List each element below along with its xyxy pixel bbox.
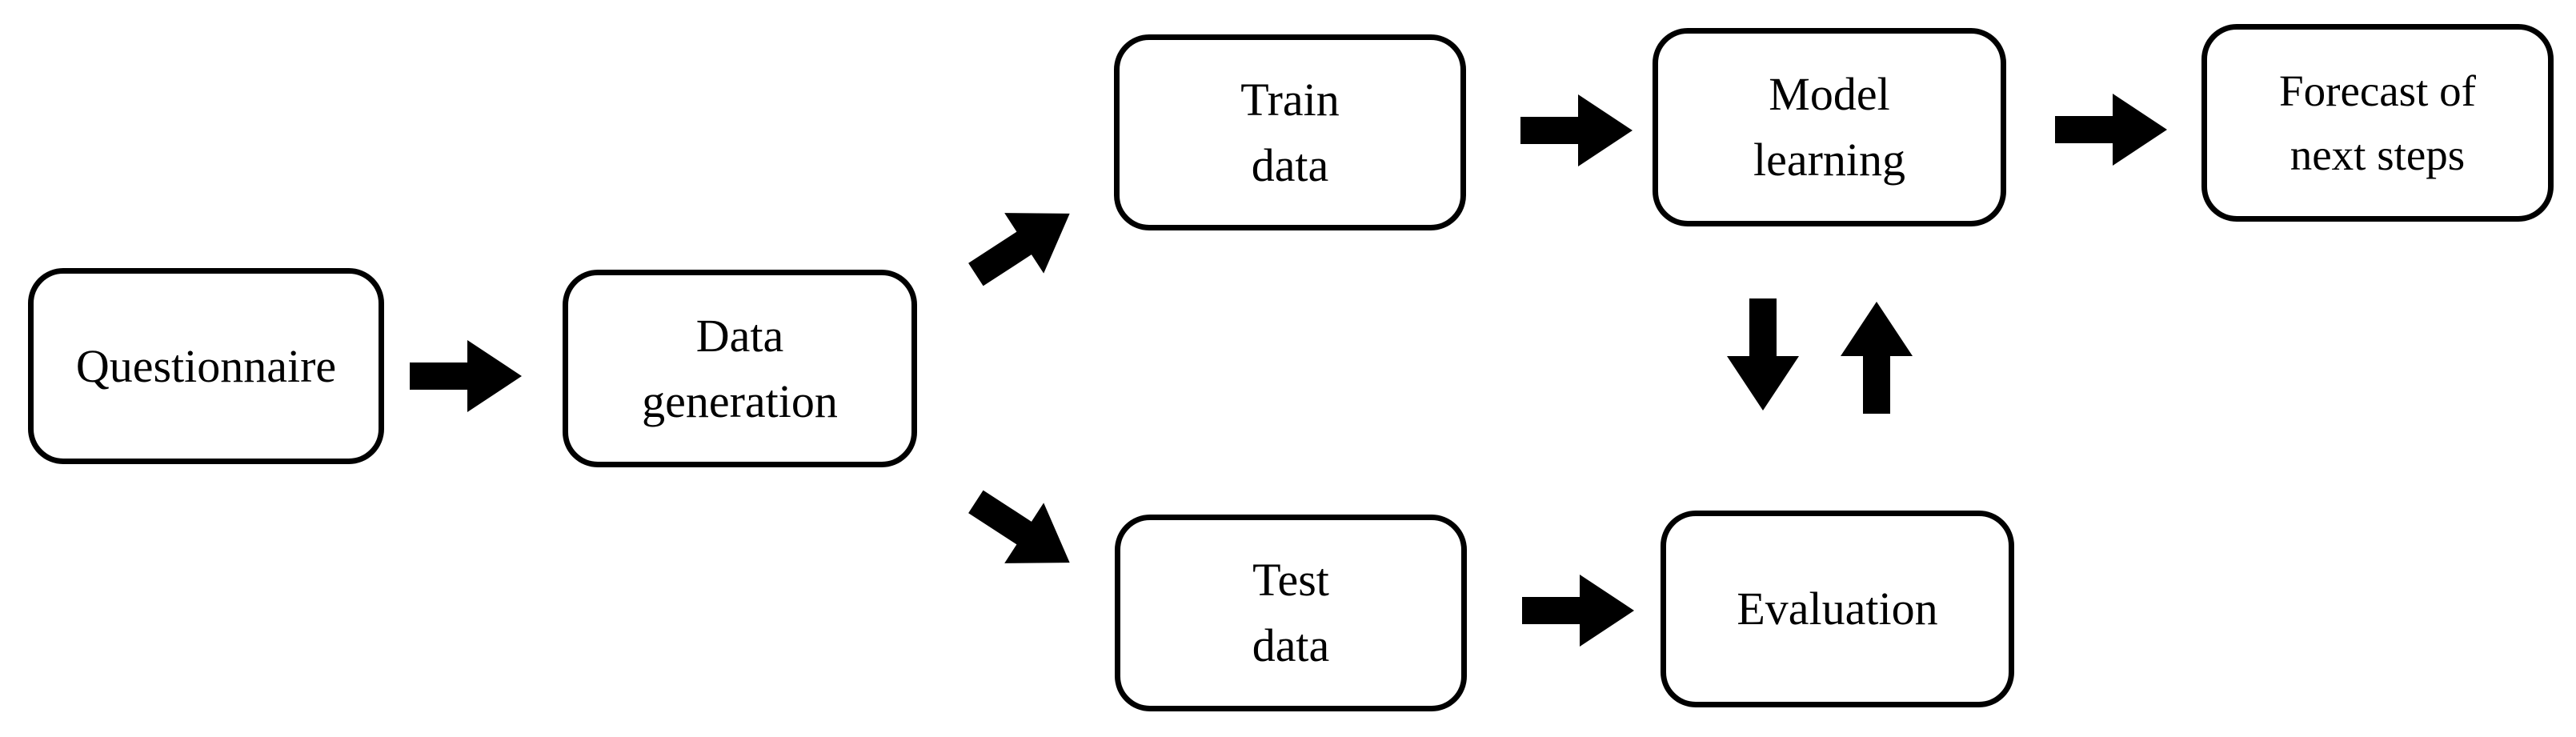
arrow-up-icon bbox=[1841, 302, 1913, 414]
arrow-up-right-icon bbox=[968, 213, 1070, 286]
arrow-data-generation-to-test-data bbox=[956, 471, 1089, 593]
node-evaluation-label-1: Evaluation bbox=[1737, 583, 1938, 635]
arrow-down-icon bbox=[1727, 298, 1799, 411]
arrow-right-icon bbox=[1520, 94, 1633, 166]
arrow-down-right-icon bbox=[968, 490, 1070, 563]
node-train-data-label-1: Train bbox=[1240, 73, 1340, 126]
node-data-generation-label-2: generation bbox=[642, 375, 838, 427]
node-test-data-label-1: Test bbox=[1252, 554, 1329, 606]
arrow-test-data-to-evaluation bbox=[1522, 575, 1634, 647]
node-model-learning: Model learning bbox=[1653, 28, 2006, 226]
node-train-data-label-2: data bbox=[1251, 138, 1329, 191]
node-questionnaire: Questionnaire bbox=[28, 268, 384, 464]
node-questionnaire-label-1: Questionnaire bbox=[75, 339, 337, 392]
arrow-model-learning-to-forecast bbox=[2055, 94, 2167, 166]
node-forecast-label-2: next steps bbox=[2290, 130, 2466, 179]
node-evaluation: Evaluation bbox=[1661, 511, 2014, 707]
arrow-questionnaire-to-data-generation bbox=[410, 340, 522, 412]
node-forecast-label-1: Forecast of bbox=[2279, 66, 2476, 115]
arrow-right-icon bbox=[1522, 575, 1634, 647]
arrow-train-data-to-model-learning bbox=[1520, 94, 1633, 166]
arrow-evaluation-to-model-learning bbox=[1841, 302, 1913, 414]
node-model-learning-label-2: learning bbox=[1753, 134, 1906, 186]
arrow-right-icon bbox=[410, 340, 522, 412]
arrow-data-generation-to-train-data bbox=[956, 183, 1089, 305]
node-test-data-label-2: data bbox=[1252, 619, 1330, 671]
node-test-data: Test data bbox=[1115, 515, 1467, 711]
node-train-data: Train data bbox=[1114, 34, 1466, 230]
arrow-model-learning-to-evaluation bbox=[1727, 298, 1799, 411]
node-forecast: Forecast of next steps bbox=[2201, 24, 2554, 222]
node-data-generation: Data generation bbox=[563, 270, 917, 467]
arrow-right-icon bbox=[2055, 94, 2167, 166]
node-model-learning-label-1: Model bbox=[1769, 68, 1890, 120]
node-data-generation-label-1: Data bbox=[695, 309, 784, 362]
